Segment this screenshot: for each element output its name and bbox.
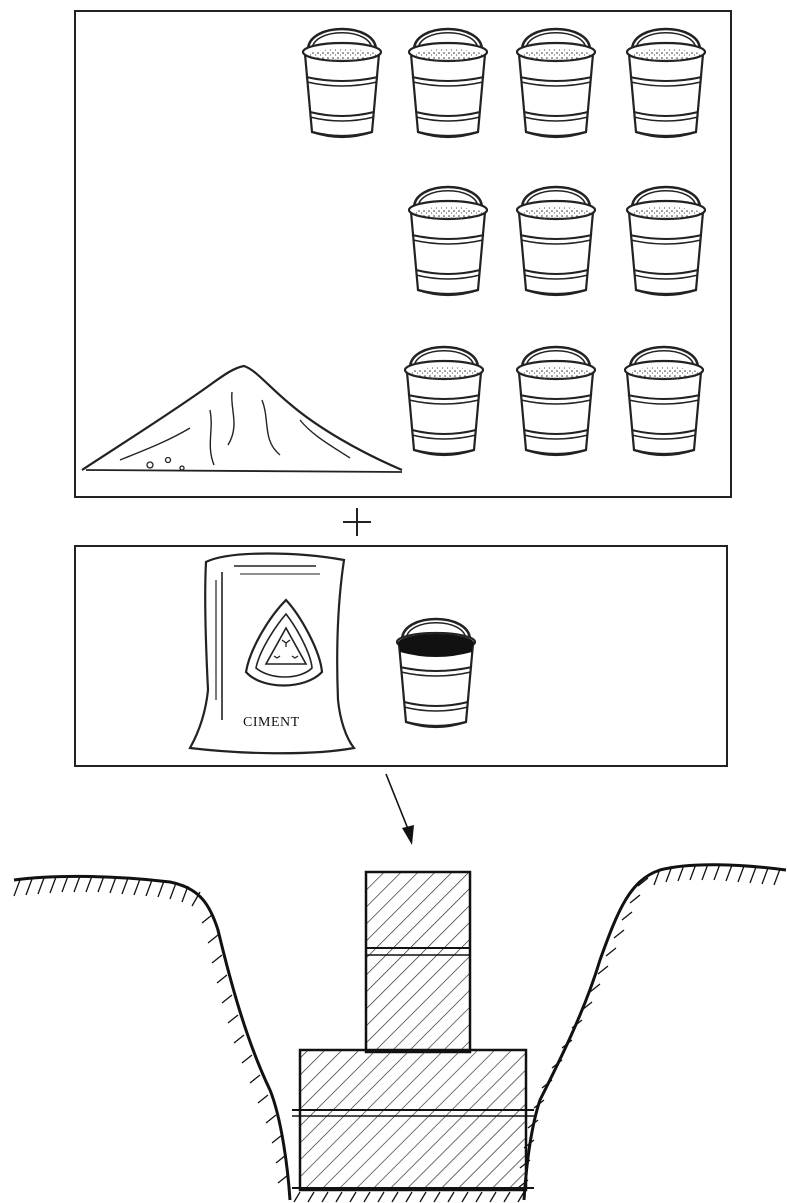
foundation-trench-icon <box>14 864 786 1202</box>
bucket-sand-icon <box>303 29 381 137</box>
bucket-sand-icon <box>627 187 705 295</box>
bucket-sand-icon <box>625 347 703 455</box>
arrow-down-icon <box>386 774 414 845</box>
bucket-sand-icon <box>409 29 487 137</box>
cement-bag-label: CIMENT <box>243 715 300 731</box>
bucket-sand-icon <box>627 29 705 137</box>
sand-pile-icon <box>82 366 402 472</box>
bucket-sand-icon <box>517 187 595 295</box>
bucket-sand-icon <box>405 347 483 455</box>
bucket-sand-icon <box>409 187 487 295</box>
cement-panel <box>74 545 728 767</box>
plus-icon <box>343 508 371 536</box>
bucket-sand-icon <box>517 29 595 137</box>
bucket-sand-icon <box>517 347 595 455</box>
